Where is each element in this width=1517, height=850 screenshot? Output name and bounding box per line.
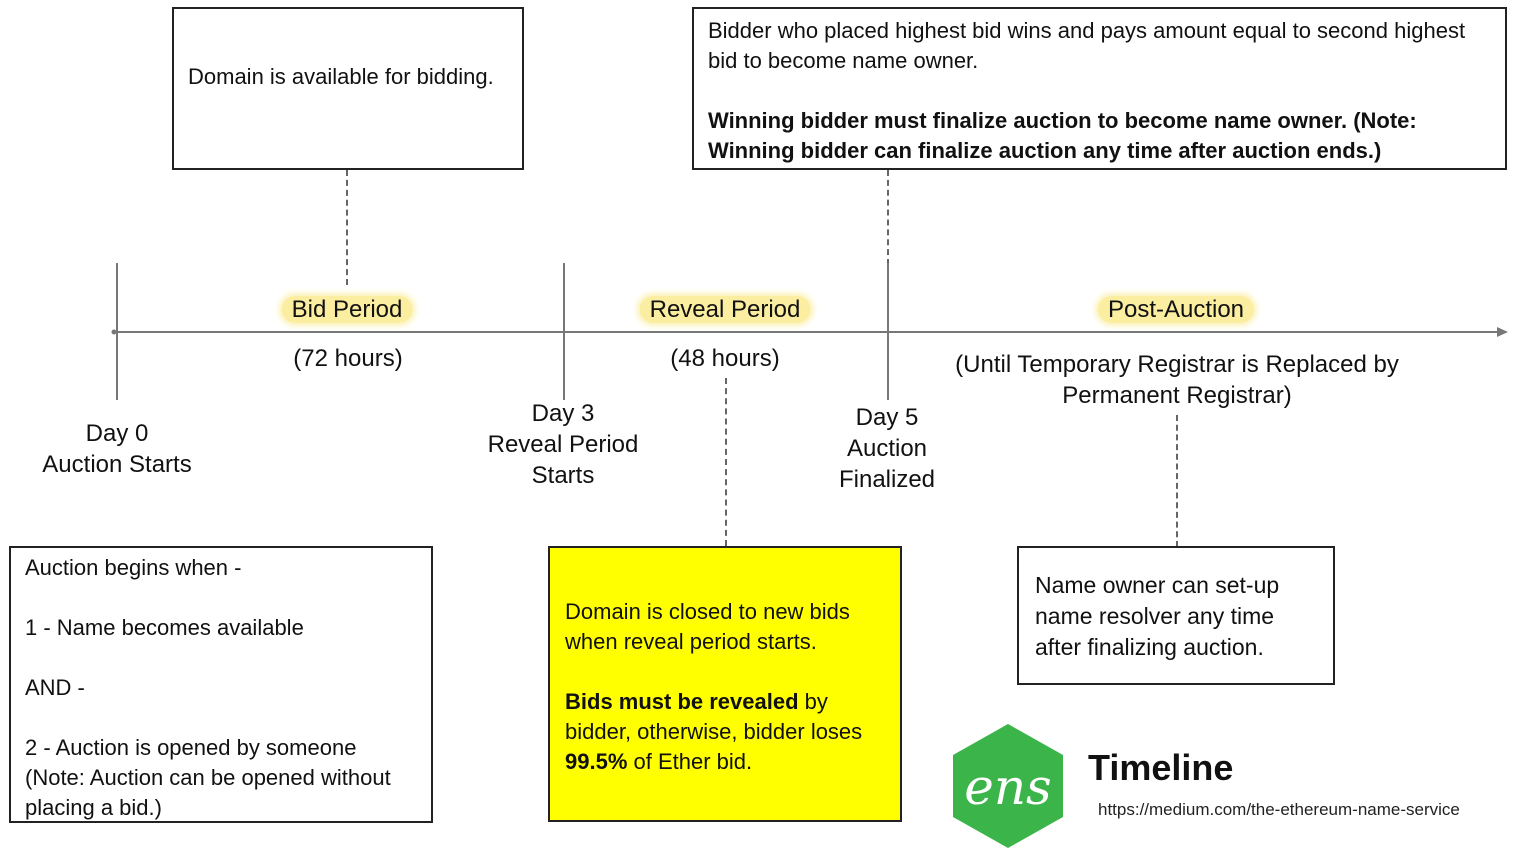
winner-box: Bidder who placed highest bid wins and p… (692, 7, 1507, 170)
winner-connector (887, 170, 889, 265)
and-text: AND - (25, 675, 85, 700)
post-auction-connector (1176, 415, 1178, 547)
day0-milestone: Day 0 Auction Starts (42, 420, 192, 478)
reveal-period-label: Reveal Period (639, 295, 811, 325)
resolver-box: Name owner can set-up name resolver any … (1017, 546, 1335, 685)
name-available-text: 1 - Name becomes available (25, 615, 304, 640)
bid-period-duration: (72 hours) (293, 345, 403, 372)
ens-logo-text: ens (964, 758, 1051, 816)
day3-tick (563, 263, 565, 400)
bid-period-label: Bid Period (281, 295, 413, 325)
opened-by-text: 2 - Auction is opened by someone (25, 735, 357, 760)
domain-available-box: Domain is available for bidding. (172, 7, 524, 170)
closed-bids-text: Domain is closed to new bids when reveal… (565, 599, 850, 654)
post-auction-duration: (Until Temporary Registrar is Replaced b… (955, 351, 1399, 409)
timeline-title: Timeline (1088, 747, 1234, 788)
reveal-rules-box: Domain is closed to new bids when reveal… (548, 546, 902, 822)
ens-logo: ens (953, 724, 1063, 848)
auction-begins-box: Auction begins when - 1 - Name becomes a… (9, 546, 433, 823)
day5-tick (887, 263, 889, 400)
post-auction-label: Post-Auction (1097, 295, 1255, 325)
day3-milestone: Day 3 Reveal Period Starts (487, 400, 639, 489)
day0-tick (116, 263, 118, 400)
reveal-connector (725, 378, 727, 546)
reveal-period-duration: (48 hours) (670, 345, 780, 372)
day5-milestone: Day 5 Auction Finalized (838, 404, 936, 493)
timeline-start-dot (111, 329, 117, 335)
finalize-text: Winning bidder must finalize auction to … (708, 108, 1417, 163)
medium-url-link[interactable]: https://medium.com/the-ethereum-name-ser… (1098, 800, 1460, 819)
bid-period-connector (346, 170, 348, 285)
auction-begins-text: Auction begins when - (25, 555, 242, 580)
winner-text: Bidder who placed highest bid wins and p… (708, 18, 1466, 73)
resolver-text: Name owner can set-up name resolver any … (1035, 572, 1280, 660)
reveal-rule-text: Bids must be revealed by bidder, otherwi… (565, 689, 863, 774)
opened-note-text: (Note: Auction can be opened without pla… (25, 765, 391, 820)
timeline-arrow-icon (1497, 327, 1508, 337)
domain-available-text: Domain is available for bidding. (188, 64, 494, 89)
